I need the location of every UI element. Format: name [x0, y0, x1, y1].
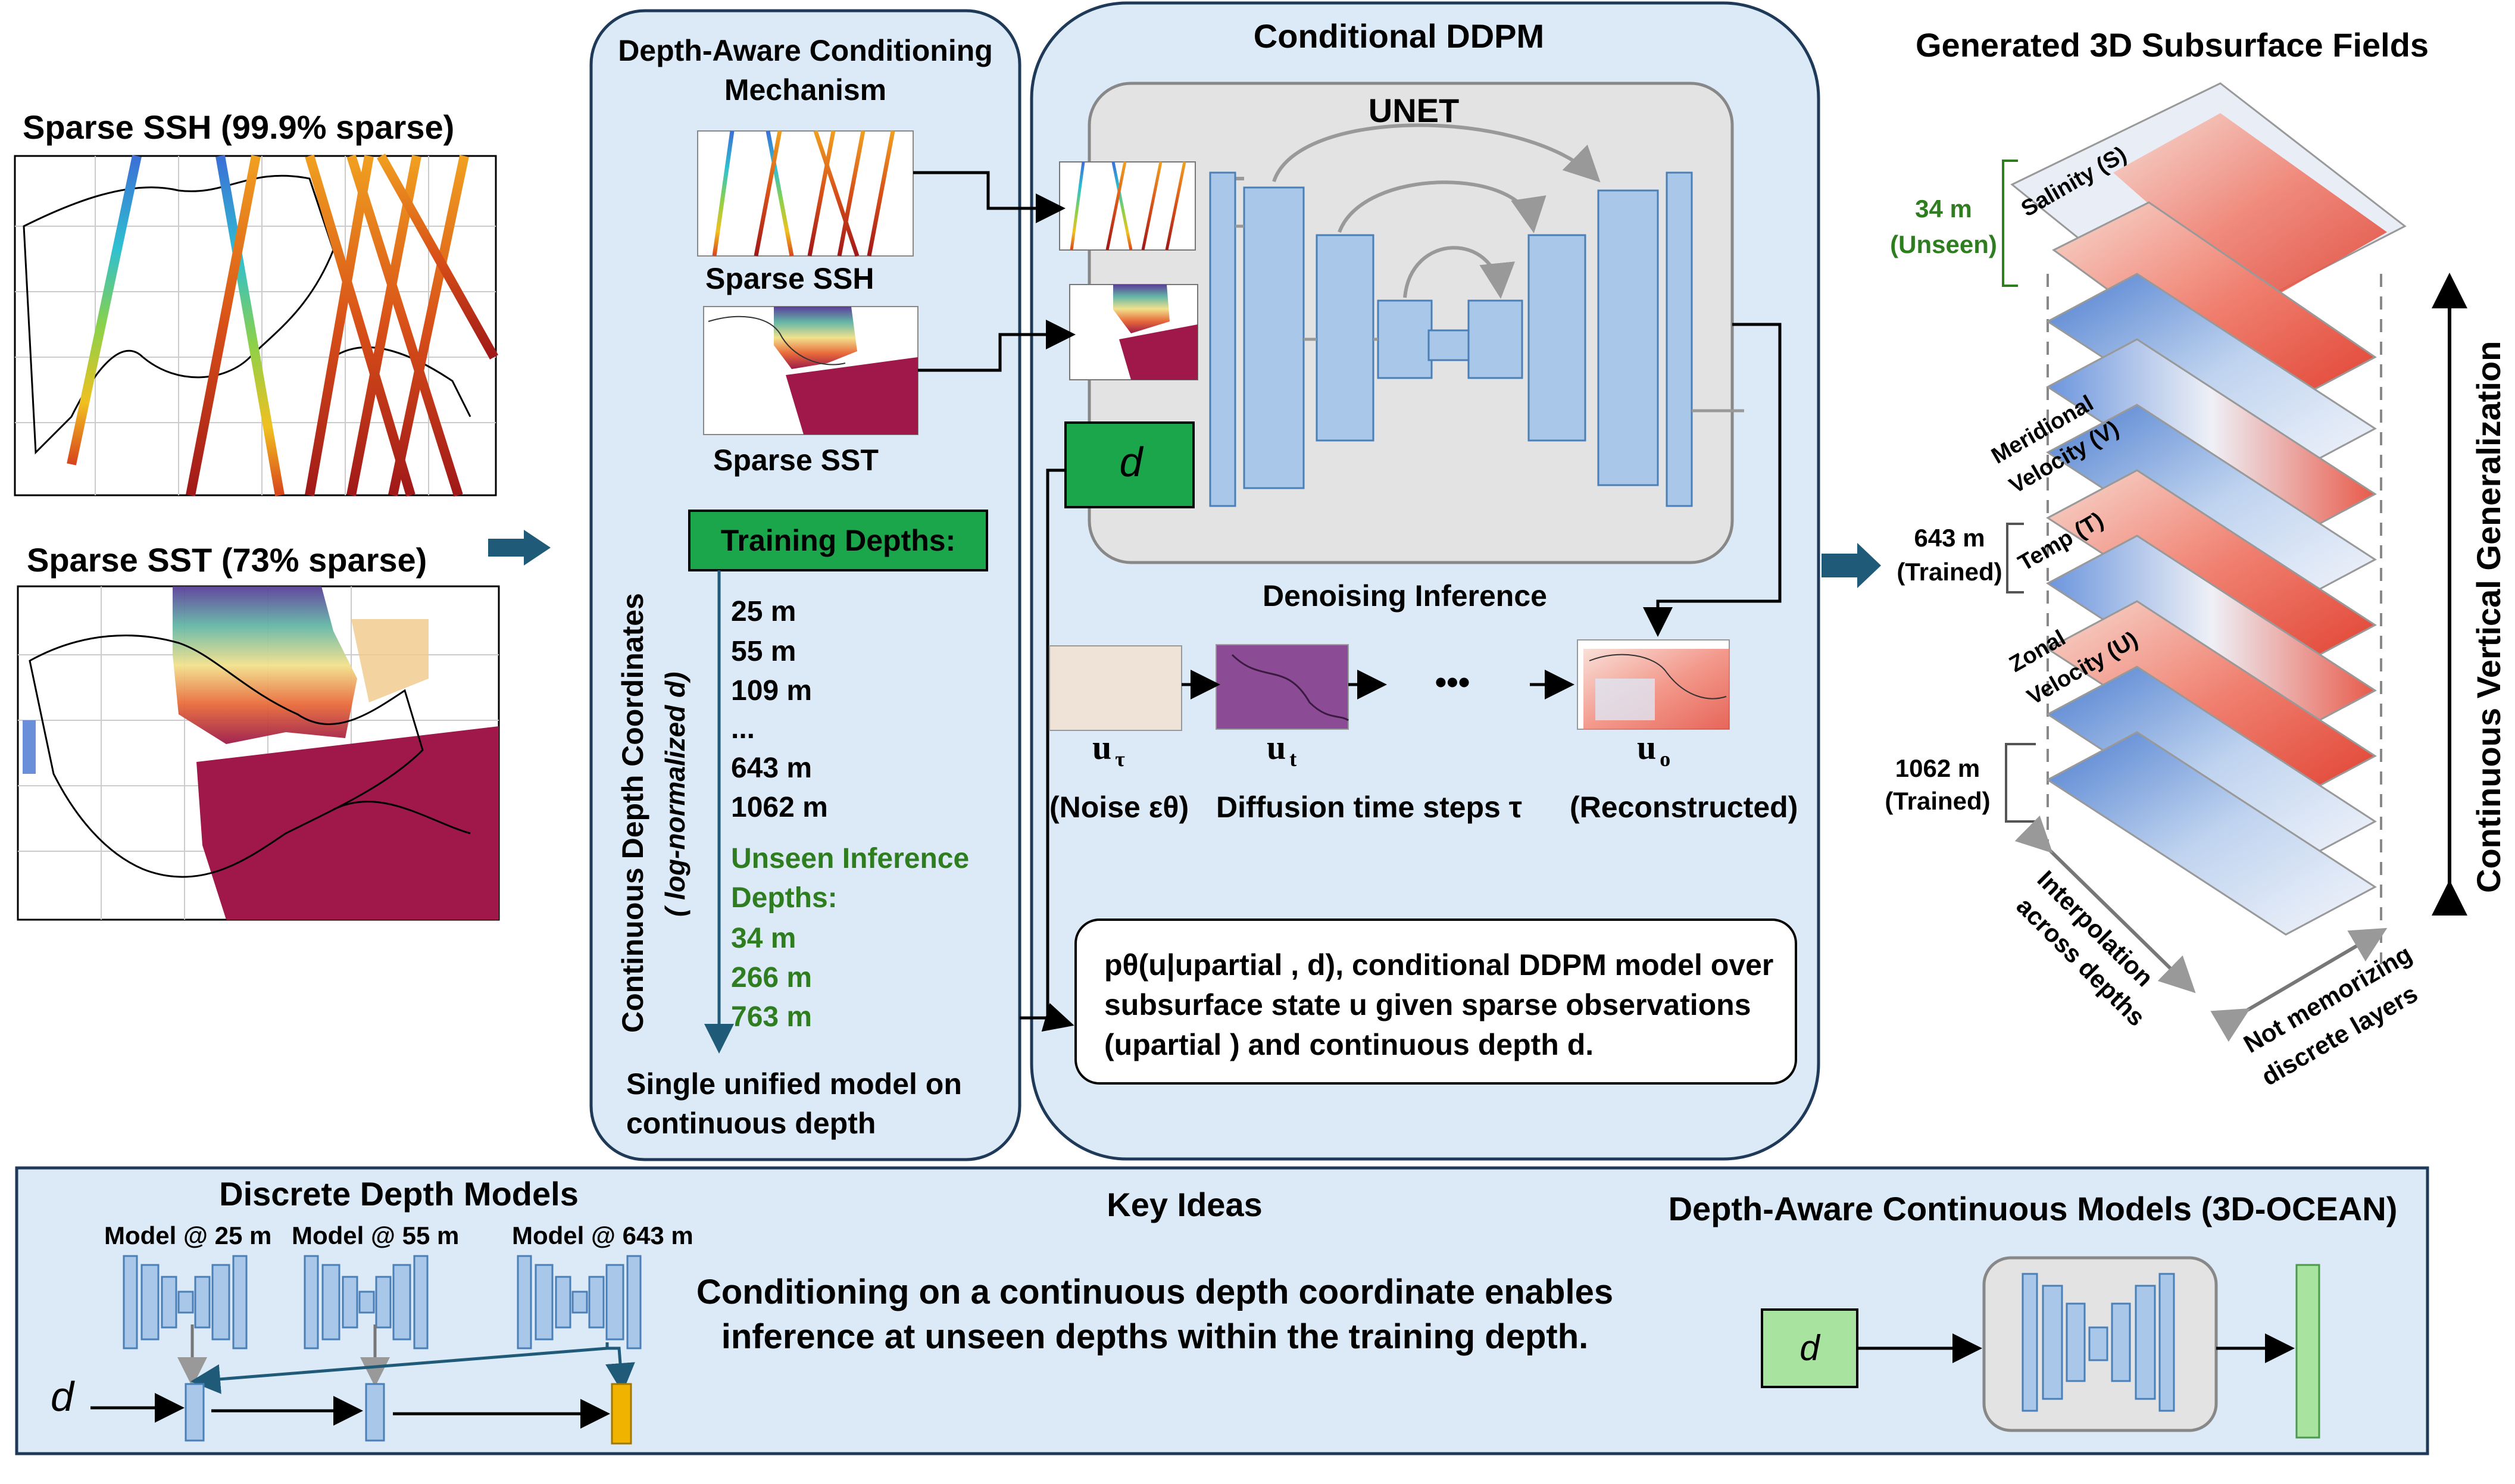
- recon-label: (Reconstructed): [1570, 791, 1798, 824]
- unseen-depth-2: 266 m: [731, 962, 812, 994]
- noise-label: (Noise εθ): [1049, 791, 1189, 824]
- discrete-d-label: d: [51, 1373, 75, 1420]
- depth-34-status: (Unseen): [1890, 230, 1997, 258]
- training-depth-5: 643 m: [731, 752, 812, 784]
- cond-footer-1: Single unified model on: [626, 1067, 962, 1101]
- conditioning-title-1: Depth-Aware Conditioning: [618, 34, 993, 67]
- sst-map: [17, 585, 500, 921]
- model-25-label: Model @ 25 m: [104, 1221, 271, 1249]
- training-depth-4: ...: [731, 713, 755, 745]
- training-depth-3: 109 m: [731, 675, 812, 707]
- continuous-output: [2295, 1264, 2320, 1439]
- discrete-out-55: [365, 1383, 385, 1442]
- formula-box: [1074, 918, 1797, 1085]
- mini-unet-25: [123, 1255, 248, 1349]
- continuous-d-label: d: [1799, 1328, 1820, 1368]
- partial-denoise-image: [1216, 644, 1349, 730]
- unseen-depth-3: 763 m: [731, 1001, 812, 1033]
- unet-blocks: [1209, 171, 1693, 507]
- ssh-map: [14, 154, 498, 497]
- unseen-header-2: Depths:: [731, 882, 838, 914]
- unseen-depth-1: 34 m: [731, 923, 796, 954]
- sst-title: Sparse SST (73% sparse): [27, 541, 427, 579]
- training-depth-2: 55 m: [731, 636, 796, 667]
- key-ideas-title: Key Ideas: [1107, 1186, 1263, 1223]
- bracket-1062m: [2005, 743, 2036, 823]
- discrete-title: Discrete Depth Models: [219, 1175, 579, 1213]
- formula-line-2: subsurface state u given sparse observat…: [1104, 988, 1751, 1021]
- blue-connector-back: [190, 1346, 608, 1394]
- unet-label: UNET: [1369, 92, 1459, 129]
- layer-stack: [2010, 82, 2407, 936]
- vertical-generalization-label: Continuous Vertical Generalization: [2470, 341, 2507, 893]
- formula-line-3: (upartial ) and continuous depth d.: [1104, 1028, 1594, 1061]
- training-depths-header-box: [688, 510, 988, 571]
- conditioning-panel: [589, 9, 1021, 1161]
- bracket-643m: [2006, 523, 2024, 593]
- generated-title: Generated 3D Subsurface Fields: [1916, 26, 2429, 64]
- output-connector: [1643, 323, 1782, 637]
- input-connectors: [913, 171, 1076, 1032]
- ddpm-title: Conditional DDPM: [1254, 17, 1544, 55]
- training-depths-header: Training Depths:: [721, 524, 955, 557]
- key-idea-line-2: inference at unseen depths within the tr…: [721, 1317, 1589, 1356]
- key-idea-line-1: Conditioning on a continuous depth coord…: [696, 1273, 1613, 1311]
- mini-unet-643: [517, 1255, 642, 1349]
- unet-ssh-thumb: [1059, 161, 1196, 251]
- unet-sst-thumb: [1069, 284, 1198, 380]
- depth-643-status: (Trained): [1897, 558, 2002, 586]
- stack-dashed-guides: [2047, 274, 2382, 964]
- unseen-header-1: Unseen Inference: [731, 843, 969, 874]
- cond-footer-2: continuous depth: [626, 1107, 876, 1140]
- model-55-label: Model @ 55 m: [292, 1221, 459, 1249]
- continuous-unet-blocks: [2022, 1273, 2175, 1412]
- reconstructed-image: [1577, 639, 1730, 730]
- depth-643: 643 m: [1914, 524, 1985, 552]
- training-depth-6: 1062 m: [731, 792, 828, 823]
- not-memorizing-arrow: [2210, 927, 2388, 1042]
- denoise-dots: •••: [1435, 663, 1470, 701]
- denoise-title: Denoising Inference: [1263, 579, 1547, 613]
- cond-ssh-thumb: [697, 130, 914, 257]
- d-condition-label: d: [1120, 439, 1144, 485]
- cond-sst-label: Sparse SST: [713, 443, 879, 477]
- continuous-title: Depth-Aware Continuous Models (3D-OCEAN): [1669, 1190, 2398, 1227]
- discrete-out-25: [185, 1383, 205, 1442]
- noise-image: [1049, 645, 1182, 731]
- d-condition-box: [1064, 421, 1195, 508]
- interpolation-arrow: [2014, 815, 2196, 994]
- ssh-title: Sparse SSH (99.9% sparse): [23, 108, 454, 146]
- cond-ssh-label: Sparse SSH: [705, 262, 874, 295]
- blue-connector-down: [605, 1342, 635, 1393]
- depth-coord-label: Continuous Depth Coordinates: [616, 593, 649, 1033]
- mini-unet-55: [304, 1255, 429, 1349]
- discrete-d-arrows: [90, 1393, 610, 1429]
- unet-bridges: [1235, 224, 1744, 413]
- input-flow-arrow: [488, 530, 551, 566]
- discrete-out-643: [611, 1383, 632, 1445]
- output-flow-arrow: [1822, 543, 1881, 588]
- depth-34: 34 m: [1915, 195, 1972, 223]
- formula-line-1: pθ(u|upartial , d), conditional DDPM mod…: [1104, 948, 1773, 982]
- bracket-34m: [2002, 160, 2018, 287]
- depth-1062: 1062 m: [1895, 754, 1980, 782]
- skip-connections: [1232, 123, 1601, 299]
- model-643-label: Model @ 643 m: [512, 1221, 693, 1249]
- continuous-d-box: [1761, 1308, 1858, 1388]
- conditioning-title-2: Mechanism: [724, 73, 886, 107]
- depth-coord-sub: ( log-normalized d): [660, 672, 691, 917]
- training-depth-1: 25 m: [731, 596, 796, 627]
- cond-sst-thumb: [703, 306, 918, 435]
- diffusion-label: Diffusion time steps τ: [1216, 791, 1522, 824]
- depth-1062-status: (Trained): [1885, 787, 1990, 815]
